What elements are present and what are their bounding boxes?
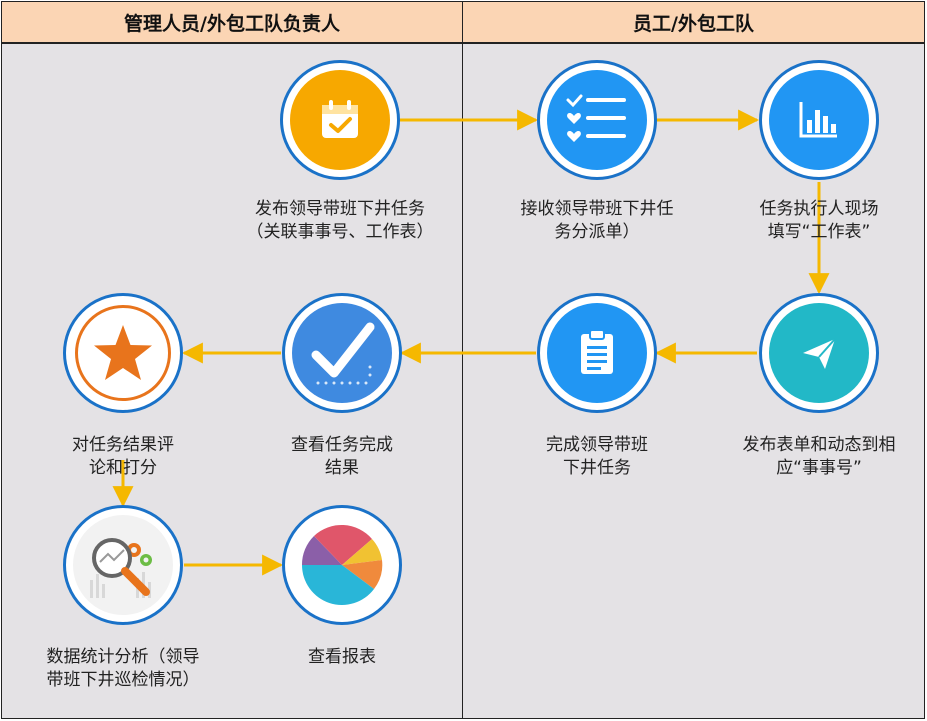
- node-evaluate[interactable]: [63, 293, 183, 413]
- label-data-analysis: 数据统计分析（领导 带班下井巡检情况）: [46, 647, 200, 690]
- node-complete-task[interactable]: [537, 293, 657, 413]
- pie-chart-icon: [292, 515, 392, 615]
- clipboard-icon: [547, 303, 647, 403]
- calendar-check-icon: [290, 70, 390, 170]
- label-evaluate: 对任务结果评 论和打分: [72, 435, 174, 478]
- node-receive-task[interactable]: [537, 60, 657, 180]
- label-view-result: 查看任务完成 结果: [291, 435, 393, 478]
- node-data-analysis[interactable]: [63, 505, 183, 625]
- lane-header-staff: 员工/外包工队: [462, 1, 925, 43]
- bar-chart-icon: [769, 70, 869, 170]
- node-post-form[interactable]: [759, 293, 879, 413]
- checkmark-icon: [292, 303, 392, 403]
- label-view-report: 查看报表: [308, 647, 376, 667]
- label-post-form: 发布表单和动态到相 应“事事号”: [742, 435, 896, 478]
- node-view-report[interactable]: [282, 505, 402, 625]
- lane-header-managers: 管理人员/外包工队负责人: [1, 1, 463, 43]
- paper-plane-icon: [769, 303, 869, 403]
- node-fill-worksheet[interactable]: [759, 60, 879, 180]
- label-receive-task: 接收领导带班下井任 务分派单）: [520, 199, 674, 242]
- label-fill-worksheet: 任务执行人现场 填写“工作表”: [759, 199, 879, 242]
- node-publish-task[interactable]: [280, 60, 400, 180]
- magnifier-analytics-icon: [73, 515, 173, 615]
- label-publish-task: 发布领导带班下井任务 （关联事事号、工作表）: [246, 199, 434, 242]
- node-view-result[interactable]: [282, 293, 402, 413]
- checklist-icon: [547, 70, 647, 170]
- star-icon: [75, 305, 171, 401]
- label-complete-task: 完成领导带班 下井任务: [546, 435, 648, 478]
